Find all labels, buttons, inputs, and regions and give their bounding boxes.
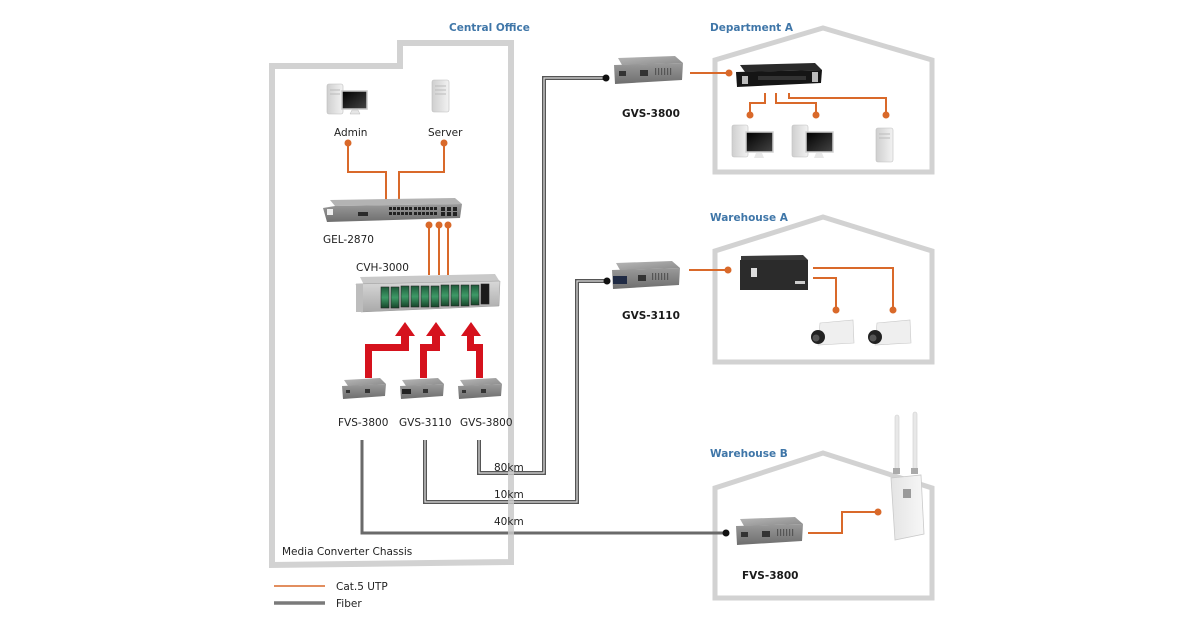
utp-endpoint-dot xyxy=(874,508,882,516)
gel-2870-switch-icon[interactable] xyxy=(323,198,462,222)
insertion-arrows xyxy=(365,322,483,378)
cvh-3000-chassis-icon[interactable] xyxy=(355,274,501,313)
distance-label-80km: 80km xyxy=(494,462,524,474)
legend-utp-label: Cat.5 UTP xyxy=(336,581,388,593)
utp-links-warehouse-a xyxy=(689,267,894,308)
fiber-link-80km xyxy=(477,74,610,475)
utp-endpoint-dot xyxy=(746,111,754,119)
warehouse-b-converter-label: FVS-3800 xyxy=(742,570,798,582)
insert-arrow-icon xyxy=(461,322,483,378)
distance-label-40km: 40km xyxy=(494,516,524,528)
cvh-3000-label: CVH-3000 xyxy=(356,262,409,274)
warehouse-a-gvs-3110-icon[interactable] xyxy=(612,261,680,289)
central-gvs-3110-icon[interactable] xyxy=(400,378,444,399)
insert-arrow-icon xyxy=(420,322,446,378)
utp-endpoint-dot xyxy=(425,221,433,229)
fiber-endpoint-dot xyxy=(602,74,610,82)
fiber-endpoint-dot xyxy=(603,277,611,285)
warehouse-a-converter-label: GVS-3110 xyxy=(622,310,680,322)
ip-camera-icon[interactable] xyxy=(868,319,912,346)
department-a-zone xyxy=(712,25,935,175)
utp-links-central xyxy=(347,143,449,275)
utp-endpoint-dot xyxy=(725,69,733,77)
department-a-border xyxy=(712,25,935,175)
dept-a-pc-icon[interactable] xyxy=(731,124,774,158)
dept-a-server-icon[interactable] xyxy=(875,127,894,163)
ip-camera-icon[interactable] xyxy=(811,319,855,346)
legend: Cat.5 UTP Fiber xyxy=(274,581,388,610)
fiber-endpoint-dot xyxy=(722,529,730,537)
central-office-title: Central Office xyxy=(449,22,530,34)
utp-endpoint-dot xyxy=(889,306,897,314)
central-converter-label: GVS-3800 xyxy=(460,417,513,429)
warehouse-b-zone xyxy=(712,450,935,601)
utp-links-dept-a xyxy=(690,72,887,114)
warehouse-b-title: Warehouse B xyxy=(710,448,788,460)
central-converter-label: GVS-3110 xyxy=(399,417,452,429)
utp-endpoint-dot xyxy=(812,111,820,119)
server-icon[interactable] xyxy=(431,79,450,113)
insert-arrow-icon xyxy=(365,322,415,378)
fiber-link-10km xyxy=(423,277,611,504)
warehouse-a-nvr-icon[interactable] xyxy=(740,255,808,290)
utp-endpoint-dot xyxy=(882,111,890,119)
chassis-caption: Media Converter Chassis xyxy=(282,546,412,558)
dept-a-gvs-3800-icon[interactable] xyxy=(614,56,683,84)
utp-endpoint-dot xyxy=(832,306,840,314)
utp-endpoint-dot xyxy=(724,266,732,274)
legend-fiber-label: Fiber xyxy=(336,598,362,610)
department-a-title: Department A xyxy=(710,22,794,34)
utp-endpoint-dot xyxy=(344,139,352,147)
legend-item-utp: Cat.5 UTP xyxy=(274,581,388,593)
admin-pc-icon[interactable] xyxy=(326,83,368,115)
utp-endpoint-dot xyxy=(440,139,448,147)
central-converter-label: FVS-3800 xyxy=(338,417,388,429)
dept-a-pc-icon[interactable] xyxy=(791,124,834,158)
outdoor-access-point-icon[interactable] xyxy=(890,411,925,541)
dept-a-switch-icon[interactable] xyxy=(736,63,822,87)
gel-2870-label: GEL-2870 xyxy=(323,234,374,246)
warehouse-a-title: Warehouse A xyxy=(710,212,789,224)
utp-links-warehouse-b xyxy=(808,511,876,534)
utp-endpoint-dot xyxy=(435,221,443,229)
fiber-links xyxy=(360,74,730,537)
warehouse-b-border xyxy=(712,450,935,601)
server-label: Server xyxy=(428,127,463,139)
legend-item-fiber: Fiber xyxy=(274,598,362,610)
admin-label: Admin xyxy=(334,127,367,139)
central-fvs-3800-icon[interactable] xyxy=(342,378,386,399)
utp-endpoint-dot xyxy=(444,221,452,229)
dept-a-converter-label: GVS-3800 xyxy=(622,108,680,120)
warehouse-b-fvs-3800-icon[interactable] xyxy=(736,517,803,545)
distance-label-10km: 10km xyxy=(494,489,524,501)
central-gvs-3800-icon[interactable] xyxy=(458,378,502,399)
fiber-link-40km xyxy=(360,440,730,537)
